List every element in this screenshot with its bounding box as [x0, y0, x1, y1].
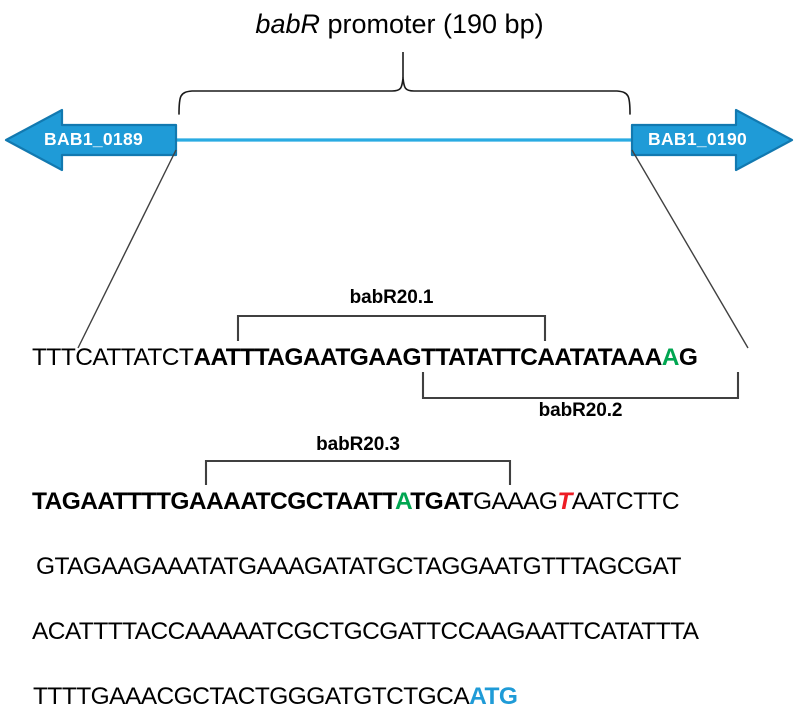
sequence-segment: T	[557, 488, 572, 515]
sequence-line-5: TTTTGAAACGCTACTGGGATGTCTGCAATG	[33, 682, 518, 712]
sequence-segment: TTTCATTATCT	[32, 344, 194, 371]
sequence-segment: G	[678, 344, 698, 371]
sequence-line-1: TTTCATTATCTAATTTAGAATGAAGTTATATTCAATATAA…	[32, 343, 698, 373]
sequence-line-3: GTAGAAGAAATATGAAAGATATGCTAGGAATGTTTAGCGA…	[36, 552, 681, 582]
leader-line-left	[77, 149, 177, 349]
sequence-line-2: TAGAATTTTGAAAATCGCTAATTATGATGAAAGTAATCTT…	[32, 487, 680, 517]
gene-label-bab1-0190: BAB1_0190	[648, 129, 748, 149]
primer-label-babr20-3: babR20.3	[316, 434, 400, 455]
primer-bracket-babr20-1	[236, 314, 547, 341]
sequence-segment: GTAGAAGAAATATGAAAGATATGCTAGGAATGTTTAGCGA…	[36, 553, 681, 580]
sequence-segment: A	[661, 344, 680, 371]
sequence-segment: ATG	[469, 683, 518, 710]
sequence-line-4: ACATTTTACCAAAAATCGCTGCGATTCCAAGAATTCATAT…	[32, 617, 699, 647]
sequence-segment: GAAAG	[472, 488, 558, 515]
gene-label-bab1-0189: BAB1_0189	[44, 129, 144, 149]
leader-line-right	[631, 149, 749, 349]
page-title: babR promoter (190 bp)	[0, 8, 799, 40]
primer-label-babr20-2: babR20.2	[538, 400, 623, 421]
title-rest: promoter (190 bp)	[319, 9, 544, 39]
promoter-brace	[178, 77, 631, 115]
title-gene-name: babR	[255, 9, 320, 39]
sequence-segment: TGAT	[410, 488, 473, 515]
sequence-segment: TAGAATTTTGAAAATCGCTAATT	[32, 488, 395, 515]
primer-bracket-babr20-2	[421, 372, 740, 400]
sequence-segment: ACATTTTACCAAAAATCGCTGCGATTCCAAGAATTCATAT…	[32, 618, 699, 645]
sequence-segment: A	[394, 488, 411, 515]
primer-label-babr20-1: babR20.1	[349, 287, 434, 308]
sequence-segment: TTTTGAAACGCTACTGGGATGTCTGCA	[33, 683, 470, 710]
sequence-segment: AATCTTC	[571, 488, 680, 515]
primer-bracket-babr20-3	[204, 459, 512, 485]
sequence-segment: AATTTAGAATGAAGTTATATTCAATATAAA	[193, 344, 662, 371]
